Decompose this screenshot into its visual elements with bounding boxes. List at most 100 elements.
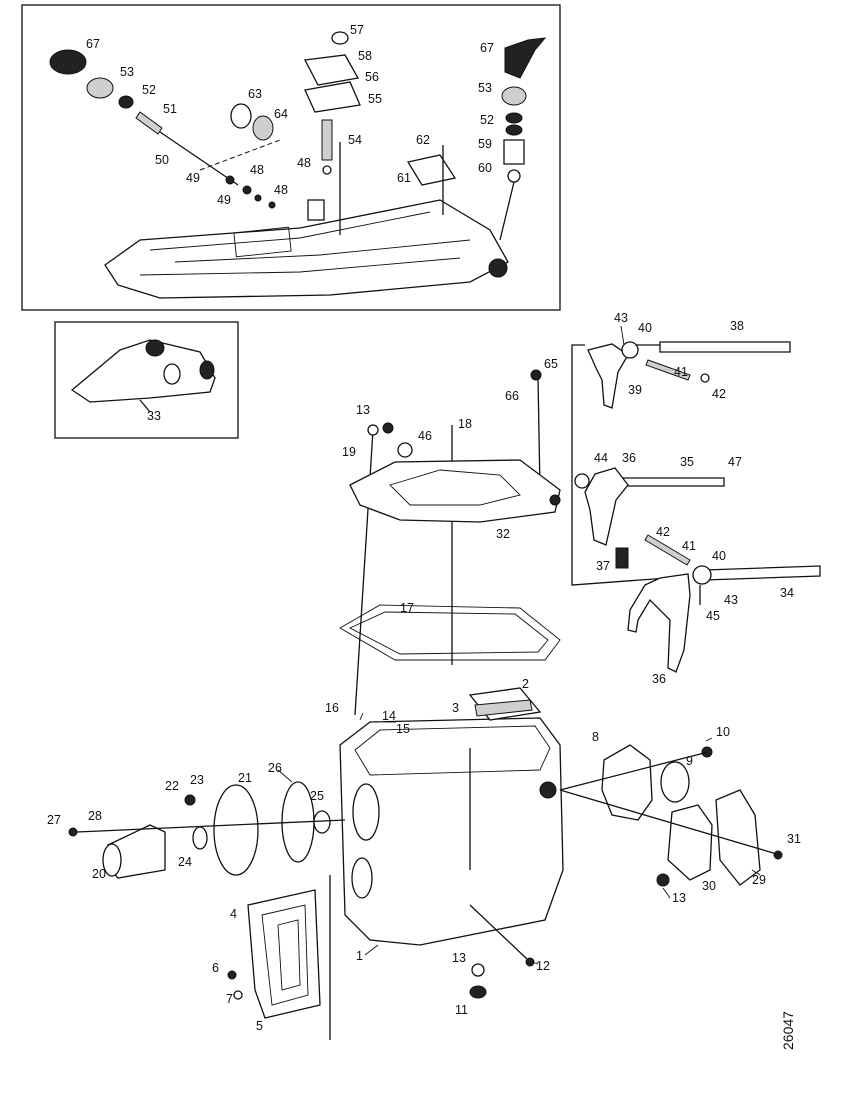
callout-51: 51: [163, 102, 177, 116]
washer-7: [233, 990, 243, 1000]
part-59: [503, 139, 525, 165]
shift-fork-39: [587, 343, 629, 409]
callout-61: 61: [397, 171, 411, 185]
callout-4: 4: [230, 907, 237, 921]
shift-rod-34: [704, 565, 821, 581]
gasket-30: [667, 804, 713, 881]
callout-1: 1: [356, 949, 363, 963]
callout-34: 34: [780, 586, 794, 600]
callout-39: 39: [628, 383, 642, 397]
part-48-spring: [321, 119, 333, 161]
callout-67: 67: [480, 41, 494, 55]
inset-detail-33: 33: [54, 321, 239, 439]
bolt-22: [184, 794, 196, 806]
part-57: [331, 31, 349, 45]
callout-40: 40: [712, 549, 726, 563]
housing-bore-left: [352, 783, 380, 841]
callout-17: 17: [400, 601, 414, 615]
callout-15: 15: [396, 722, 410, 736]
ring-25: [313, 810, 331, 834]
part-37: [615, 547, 629, 569]
gearbox-housing-1: [339, 717, 564, 946]
callout-54: 54: [348, 133, 362, 147]
main-exploded-view: 43 40 38 65 66 41 42 39 13 1 8 19 4 6 44 3…: [47, 311, 821, 1040]
part-53: [86, 77, 114, 99]
spring-41b: [644, 534, 691, 566]
callout-41: 41: [682, 539, 696, 553]
callout-3: 3: [452, 701, 459, 715]
callout-49: 49: [217, 193, 231, 207]
callout-49: 49: [186, 171, 200, 185]
callout-43: 43: [724, 593, 738, 607]
spacer-24: [192, 826, 208, 850]
callout-29: 29: [752, 873, 766, 887]
spring-41a: [645, 359, 691, 381]
gasket-17: [339, 604, 561, 661]
callout-63: 63: [248, 87, 262, 101]
callout-24: 24: [178, 855, 192, 869]
callout-14: 14: [382, 709, 396, 723]
callout-35: 35: [680, 455, 694, 469]
callout-47: 47: [728, 455, 742, 469]
inset-frame-top: [21, 4, 561, 311]
callout-44: 44: [594, 451, 608, 465]
callout-26: 26: [268, 761, 282, 775]
seal-9: [660, 761, 690, 803]
inset-shift-cover-assembly: 67 53 52 51 50 49 49 48 48 48 63 64 57 5…: [21, 4, 561, 311]
callout-20: 20: [92, 867, 106, 881]
callout-5: 5: [256, 1019, 263, 1033]
rear-cover-8: [601, 744, 653, 821]
callout-13: 13: [356, 403, 370, 417]
shift-fork-36b: [627, 573, 691, 673]
callout-2: 2: [522, 677, 529, 691]
part-50-rod: [159, 131, 239, 186]
callout-53: 53: [120, 65, 134, 79]
callout-59: 59: [478, 137, 492, 151]
shift-fork-36a: [584, 467, 629, 546]
callout-30: 30: [702, 879, 716, 893]
callout-67: 67: [86, 37, 100, 51]
part-63: [230, 103, 252, 129]
callout-19: 19: [342, 445, 356, 459]
callout-64: 64: [274, 107, 288, 121]
callout-8: 8: [592, 730, 599, 744]
breather-46: [397, 442, 413, 458]
callout-41: 41: [674, 365, 688, 379]
callout-48: 48: [274, 183, 288, 197]
shift-rod-35: [619, 477, 725, 487]
callout-66: 66: [505, 389, 519, 403]
part-33-bracket: [70, 339, 216, 403]
callout-36: 36: [652, 672, 666, 686]
callout-13: 13: [672, 891, 686, 905]
figure-number: 26047: [780, 1011, 796, 1050]
callout-38: 38: [730, 319, 744, 333]
callout-65: 65: [544, 357, 558, 371]
callout-42: 42: [656, 525, 670, 539]
callout-37: 37: [596, 559, 610, 573]
callout-55: 55: [368, 92, 382, 106]
drain-11: [469, 985, 487, 999]
shift-rod-38: [659, 341, 791, 353]
callout-48: 48: [250, 163, 264, 177]
callout-7: 7: [226, 992, 233, 1006]
top-cover-32: [349, 459, 561, 523]
callout-27: 27: [47, 813, 61, 827]
part-60: [507, 169, 521, 183]
callout-32: 32: [496, 527, 510, 541]
bolt-6: [227, 970, 237, 980]
callout-36: 36: [622, 451, 636, 465]
bolt-27: [68, 827, 78, 837]
callout-52: 52: [480, 113, 494, 127]
part-51-spring: [135, 111, 163, 135]
callout-6: 6: [212, 961, 219, 975]
part-61: [406, 154, 457, 186]
callout-10: 10: [716, 725, 730, 739]
inset-frame-small: [54, 321, 239, 439]
callout-21: 21: [238, 771, 252, 785]
part-53-right: [501, 86, 527, 106]
part-67-lever: [504, 37, 547, 79]
side-cover-4: [247, 889, 321, 1019]
callout-45: 45: [706, 609, 720, 623]
part-56: [303, 54, 360, 86]
